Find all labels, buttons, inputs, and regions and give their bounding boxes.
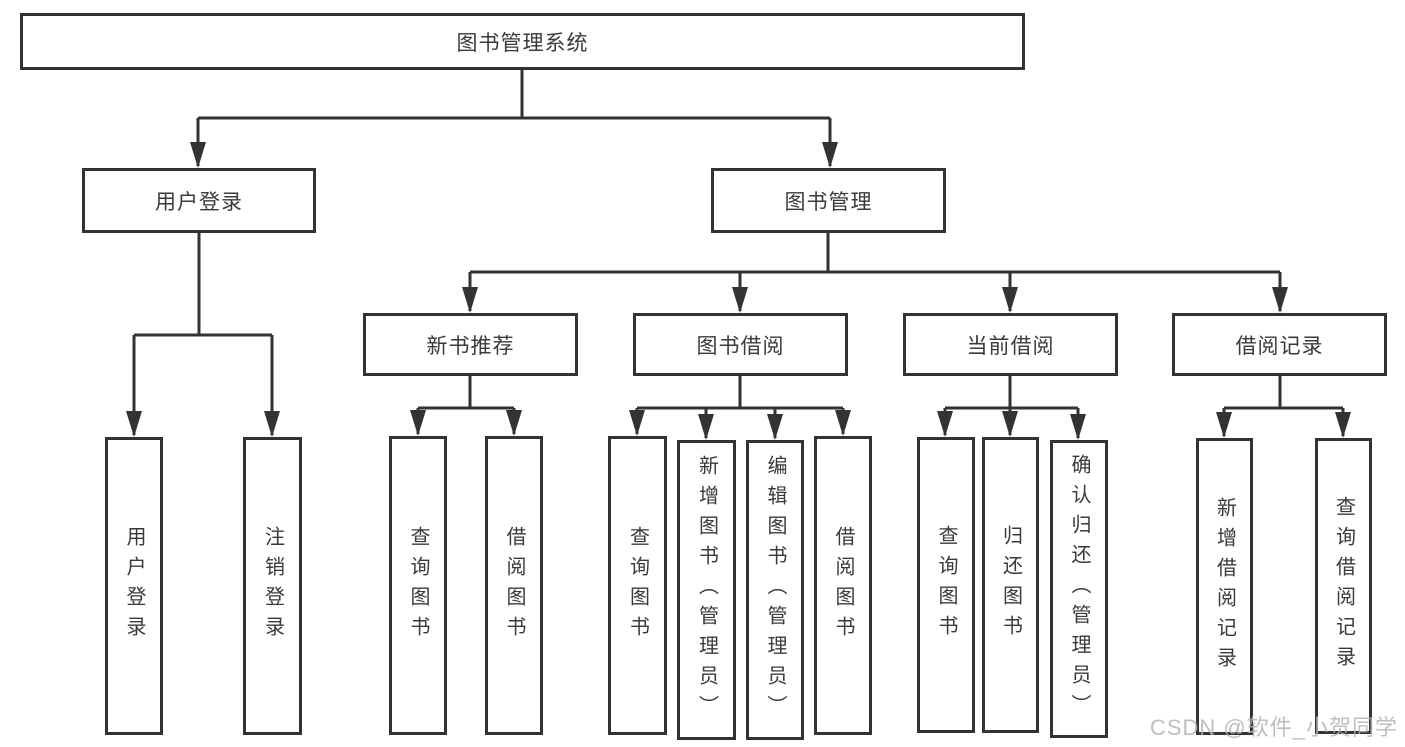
node-new-book-recommend-label: 新书推荐 [426,334,515,358]
leaf-query-borrow-record-label: 查询借阅记录 [1332,496,1355,676]
leaf-query-book-recommend: 查询图书 [389,436,447,735]
leaf-add-borrow-record: 新增借阅记录 [1196,438,1253,735]
node-book-borrow-label: 图书借阅 [696,334,785,358]
node-root-label: 图书管理系统 [456,31,589,55]
leaf-query-book-recommend-label: 查询图书 [407,525,429,646]
leaf-return-book: 归还图书 [982,437,1039,733]
leaf-confirm-return-admin: 确认归还（管理员） [1050,440,1108,738]
node-root: 图书管理系统 [20,13,1025,70]
leaf-return-book-label: 归还图书 [999,525,1022,645]
leaf-add-book-admin: 新增图书（管理员） [677,440,736,740]
arrowheads [126,142,1351,440]
leaf-query-book-borrow-label: 查询图书 [626,525,649,646]
leaf-query-book-borrow: 查询图书 [608,436,667,735]
leaf-borrow-book-recommend-label: 借阅图书 [503,525,525,646]
node-user-login-branch-label: 用户登录 [155,190,243,214]
node-current-borrow: 当前借阅 [903,313,1118,376]
node-user-login-branch: 用户登录 [82,168,316,233]
watermark: CSDN @软件_小贺同学 [1149,715,1398,740]
leaf-user-login-label: 用户登录 [123,526,145,646]
leaf-logout-label: 注销登录 [261,526,284,646]
node-book-borrow: 图书借阅 [633,313,848,376]
leaf-logout: 注销登录 [243,437,302,735]
leaf-borrow-book-label: 借阅图书 [832,525,854,646]
leaf-user-login: 用户登录 [105,437,163,735]
node-current-borrow-label: 当前借阅 [966,334,1055,358]
node-borrow-records-label: 借阅记录 [1235,334,1324,358]
leaf-query-book-current-label: 查询图书 [935,525,957,645]
leaf-borrow-book-recommend: 借阅图书 [485,436,543,735]
leaf-edit-book-admin: 编辑图书（管理员） [746,440,804,740]
leaf-borrow-book: 借阅图书 [814,436,872,735]
leaf-query-book-current: 查询图书 [917,437,975,733]
leaf-edit-book-admin-label: 编辑图书（管理员） [764,455,786,725]
node-book-management: 图书管理 [711,168,946,233]
node-borrow-records: 借阅记录 [1172,313,1387,376]
leaf-query-borrow-record: 查询借阅记录 [1315,438,1372,734]
node-book-management-label: 图书管理 [784,190,873,214]
leaf-confirm-return-admin-label: 确认归还（管理员） [1068,454,1090,724]
leaf-add-book-admin-label: 新增图书（管理员） [695,455,718,725]
leaf-add-borrow-record-label: 新增借阅记录 [1213,496,1236,677]
node-new-book-recommend: 新书推荐 [363,313,578,376]
